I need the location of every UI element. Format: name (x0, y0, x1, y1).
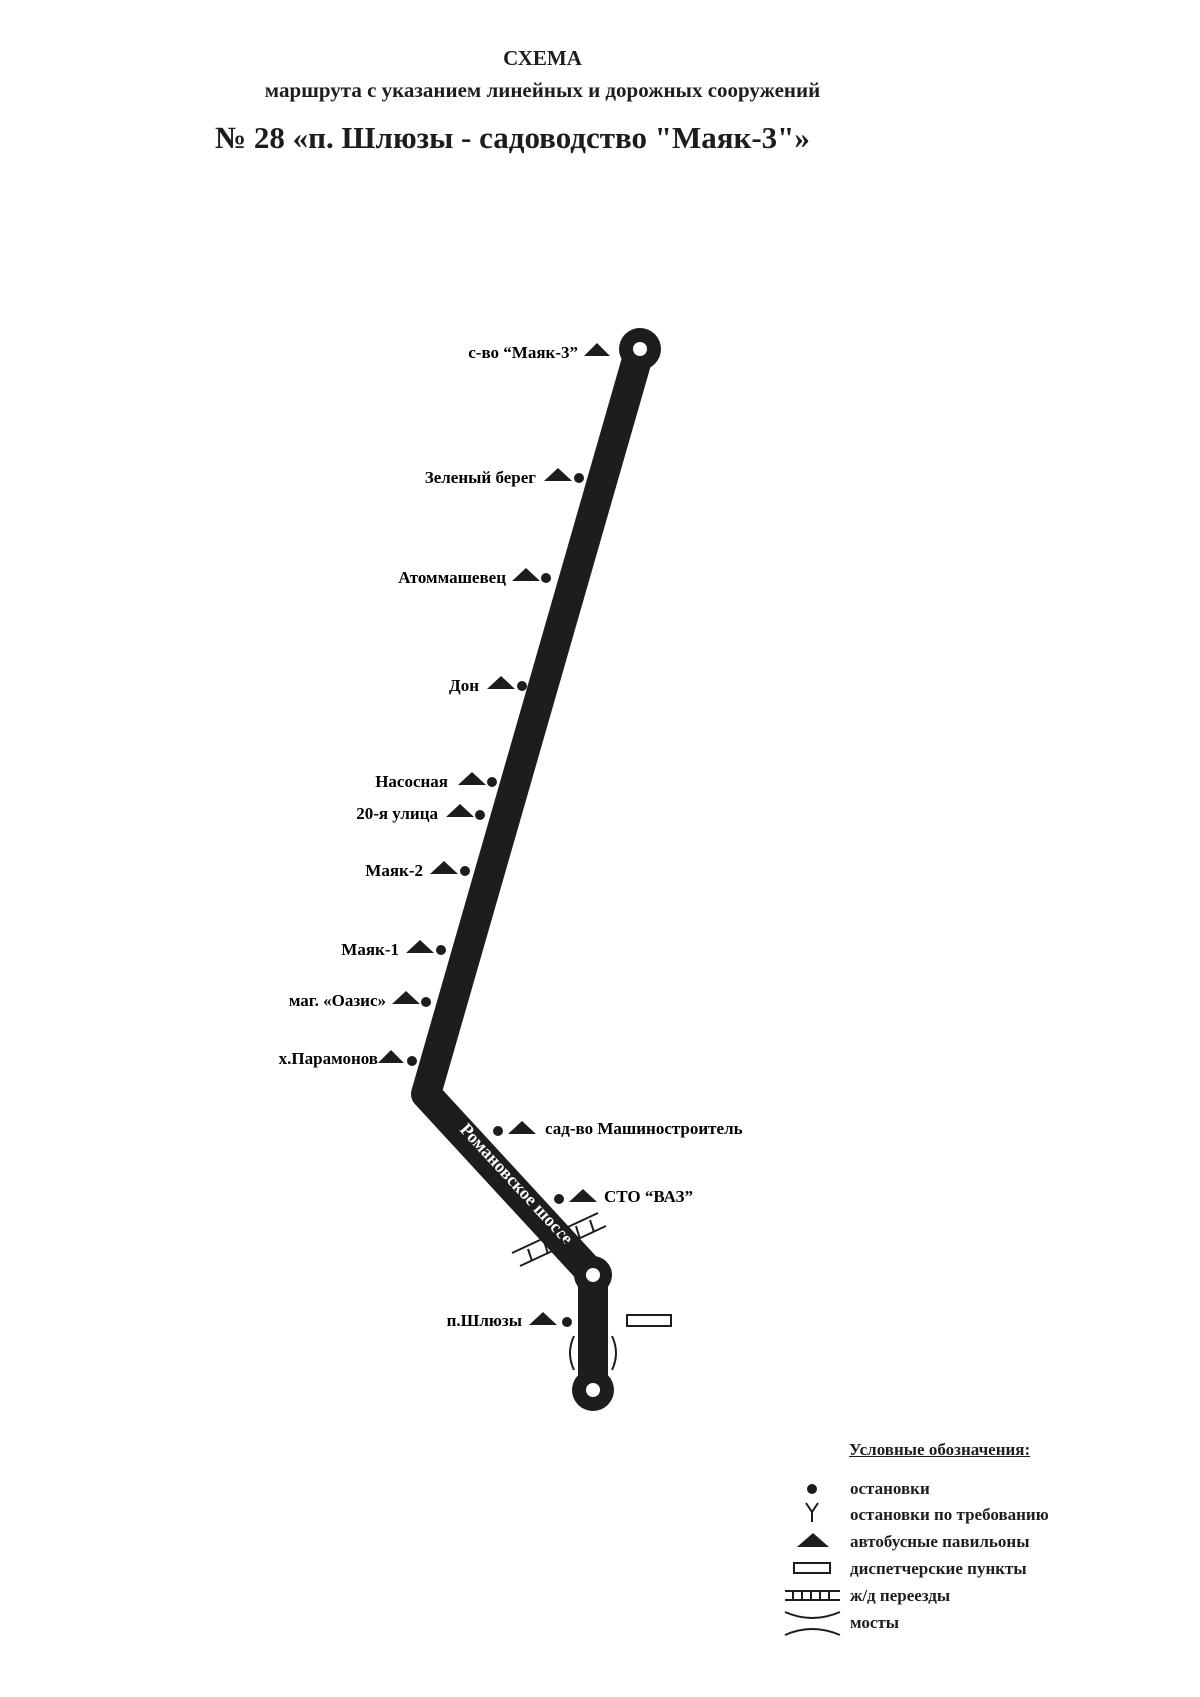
legend-label-pavilions: автобусные павильоны (850, 1532, 1030, 1551)
stop-label: с-во “Маяк-3” (468, 343, 578, 362)
route-line (411, 334, 655, 1405)
stop-nasos: Насосная (375, 772, 497, 791)
stop-dot-icon (517, 681, 527, 691)
stop-label: 20-я улица (356, 804, 438, 823)
stop-mayak3: с-во “Маяк-3” (468, 343, 610, 362)
scheme-subtitle: маршрута с указанием линейных и дорожных… (264, 78, 821, 102)
legend-title: Условные обозначения: (849, 1440, 1031, 1459)
stop-atom: Атоммашевец (398, 568, 551, 587)
stop-label: сад-во Машиностроитель (545, 1119, 743, 1138)
stop-label: Насосная (375, 772, 448, 791)
stop-dot-icon (407, 1056, 417, 1066)
terminus-bottom-icon (572, 1369, 614, 1411)
stop-dot-icon (487, 777, 497, 787)
stop-dot-icon (562, 1317, 572, 1327)
stop-mashin: сад-во Машиностроитель (493, 1119, 743, 1138)
stop-oasis: маг. «Оазис» (289, 991, 431, 1010)
stop-label: п.Шлюзы (447, 1311, 522, 1330)
pavilion-triangle-icon (378, 1050, 404, 1063)
rail-crossing-icon (511, 1212, 607, 1267)
rail-crossing-icon (785, 1590, 840, 1601)
stop-label: Маяк-2 (365, 861, 423, 880)
pavilion-triangle-icon (512, 568, 540, 581)
legend-label-stops: остановки (850, 1479, 930, 1498)
stop-mayak2: Маяк-2 (365, 861, 470, 880)
terminus-top-icon (619, 328, 661, 370)
stop-label: Зеленый берег (425, 468, 537, 487)
legend-label-rail-crossings: ж/д переезды (850, 1586, 951, 1605)
legend-label-dispatch: диспетчерские пункты (850, 1559, 1027, 1578)
pavilion-triangle-icon (508, 1121, 536, 1134)
stop-zeleny: Зеленый берег (425, 468, 584, 487)
legend-label-bridges: мосты (850, 1613, 900, 1632)
stop-dot-icon (475, 810, 485, 820)
stop-dot-icon (574, 473, 584, 483)
stop-paramonov: х.Парамонов (279, 1049, 417, 1068)
scheme-title: СХЕМА (503, 46, 582, 70)
request-stop-icon (805, 1502, 819, 1522)
stop-label: СТО “ВАЗ” (604, 1187, 693, 1206)
dispatch-rect-icon (793, 1562, 831, 1574)
pavilion-triangle-icon (446, 804, 474, 817)
stop-dot-icon (541, 573, 551, 583)
stop-label: маг. «Оазис» (289, 991, 386, 1010)
pavilion-triangle-icon (458, 772, 486, 785)
stop-dot-icon (421, 997, 431, 1007)
stop-label: Дон (449, 676, 479, 695)
stop-dot-icon (436, 945, 446, 955)
pavilion-triangle-icon (487, 676, 515, 689)
stop-dot-icon (554, 1194, 564, 1204)
stop-shluzy: п.Шлюзы (447, 1311, 572, 1330)
pavilion-triangle-icon (529, 1312, 557, 1325)
bridge-icon (569, 1335, 617, 1371)
stop-sto: СТО “ВАЗ” (554, 1187, 693, 1206)
stop-dot-icon (460, 866, 470, 876)
stop-dot-icon (493, 1126, 503, 1136)
stop-don: Дон (449, 676, 527, 695)
stop-mayak1: Маяк-1 (341, 940, 446, 959)
pavilion-triangle-icon (544, 468, 572, 481)
legend-symbols (784, 1484, 841, 1636)
road-label: Романовское шоссе (456, 1119, 577, 1248)
stop-dot-icon (807, 1484, 817, 1494)
stop-ul20: 20-я улица (356, 804, 485, 823)
pavilion-triangle-icon (430, 861, 458, 874)
terminus-mid-icon (574, 1256, 612, 1294)
pavilion-triangle-icon (797, 1533, 829, 1547)
stop-label: Маяк-1 (341, 940, 399, 959)
dispatch-point-icon (626, 1314, 672, 1327)
bridge-icon (784, 1611, 841, 1636)
legend-label-request-stops: остановки по требованию (850, 1505, 1049, 1524)
pavilion-triangle-icon (569, 1189, 597, 1202)
route-title: № 28 «п. Шлюзы - садоводство "Маяк-3"» (215, 120, 810, 155)
pavilion-triangle-icon (584, 343, 610, 356)
pavilion-triangle-icon (406, 940, 434, 953)
pavilion-triangle-icon (392, 991, 420, 1004)
stop-label: Атоммашевец (398, 568, 506, 587)
stop-label: х.Парамонов (279, 1049, 378, 1068)
